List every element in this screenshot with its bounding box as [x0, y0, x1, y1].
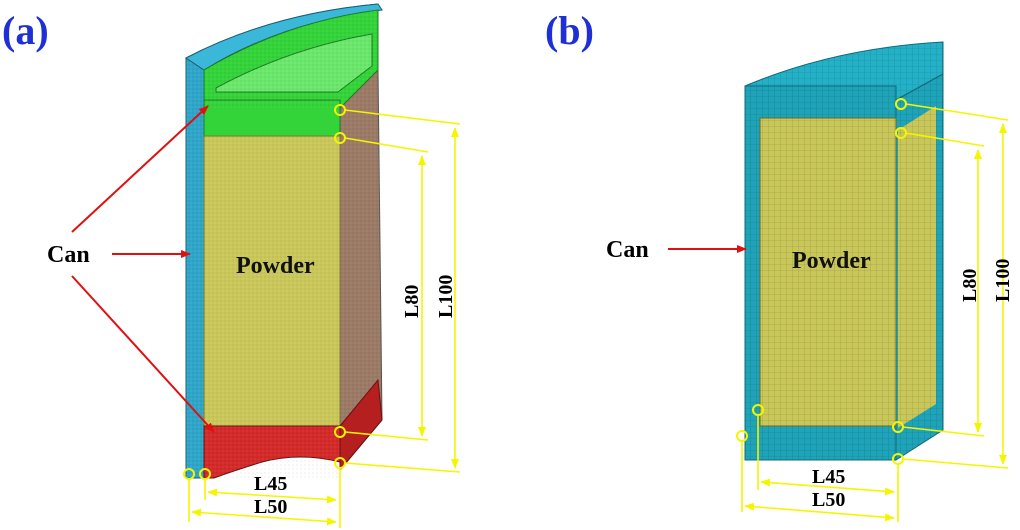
dim-lines-a: [188, 109, 461, 528]
dim-l100-b: L100: [992, 259, 1014, 302]
dim-l50-b: L50: [812, 489, 845, 511]
powder-label-b: Powder: [792, 248, 871, 274]
panel-b: (b): [545, 8, 1014, 522]
dim-l80-b: L80: [959, 269, 981, 302]
dim-l45-b: L45: [812, 466, 845, 488]
can-label-b: Can: [606, 237, 649, 263]
dim-l45-a: L45: [254, 473, 287, 495]
can-arrows-a: [71, 105, 215, 433]
dim-l80-a: L80: [401, 285, 423, 318]
top-cap-a: [203, 9, 379, 137]
dim-lines-b: [741, 103, 1009, 522]
powder-label-a: Powder: [236, 253, 315, 279]
dim-l100-a: L100: [435, 275, 457, 318]
dim-l50-a: L50: [254, 496, 287, 518]
panel-a: (a): [2, 3, 461, 528]
can-label-a: Can: [47, 242, 90, 268]
panel-a-label: (a): [2, 8, 49, 53]
bottom-cap-a: [203, 378, 383, 479]
panel-b-label: (b): [545, 8, 594, 53]
